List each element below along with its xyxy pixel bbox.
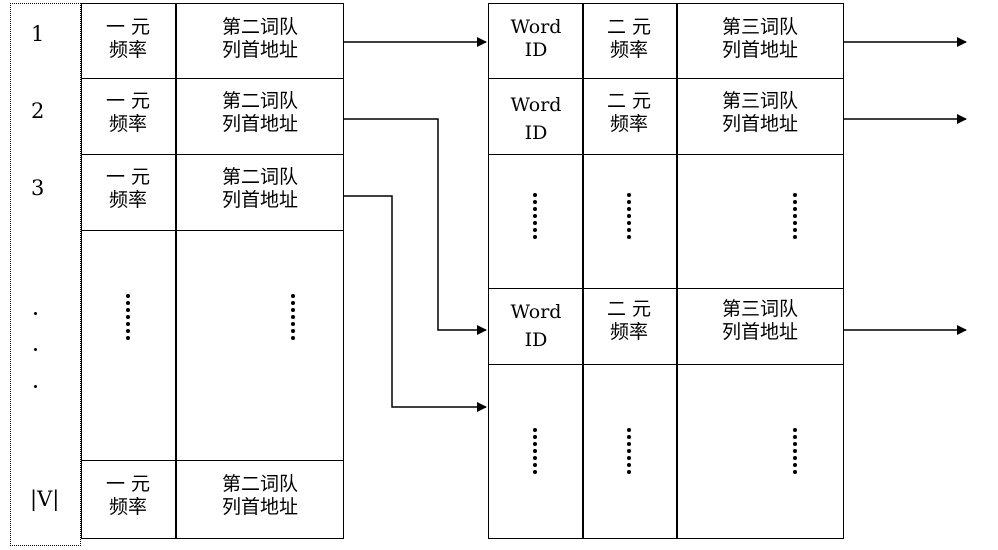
word-id-cell: Word ID bbox=[510, 301, 562, 351]
index-label-v: |V| bbox=[30, 487, 60, 511]
second-word-queue-address-cell: 第二词队 列首地址 bbox=[221, 166, 298, 211]
first-table-column-divider bbox=[175, 3, 177, 539]
vertical-ellipsis bbox=[793, 193, 797, 239]
word-id-cell: Word ID bbox=[510, 16, 562, 61]
word-id-cell: Word ID bbox=[510, 94, 562, 144]
vertical-ellipsis bbox=[627, 193, 631, 239]
second-word-queue-address-cell: 第二词队 列首地址 bbox=[221, 473, 298, 518]
bigram-frequency-cell: 二 元 频率 bbox=[606, 90, 652, 135]
arrow-row3-to-table2-block bbox=[344, 195, 487, 412]
index-vertical-dot bbox=[34, 312, 37, 315]
second-word-queue-address-cell: 第二词队 列首地址 bbox=[221, 16, 298, 61]
unigram-frequency-cell: 一 元 频率 bbox=[105, 16, 151, 61]
third-word-queue-address-cell: 第三词队 列首地址 bbox=[721, 16, 798, 61]
index-vertical-dot bbox=[34, 385, 37, 388]
third-word-queue-address-cell: 第三词队 列首地址 bbox=[721, 90, 798, 135]
second-table-ellipsis-block-2 bbox=[488, 364, 844, 539]
vertical-ellipsis bbox=[793, 428, 797, 474]
vertical-ellipsis bbox=[627, 428, 631, 474]
vertical-ellipsis bbox=[533, 428, 537, 474]
second-word-queue-address-cell: 第二词队 列首地址 bbox=[221, 90, 298, 135]
arrow-row2-to-table2-row3 bbox=[344, 118, 487, 335]
unigram-frequency-cell: 一 元 频率 bbox=[105, 473, 151, 518]
index-label-3: 3 bbox=[31, 176, 45, 200]
vertical-ellipsis bbox=[291, 294, 295, 340]
index-label-1: 1 bbox=[31, 22, 45, 46]
unigram-frequency-cell: 一 元 频率 bbox=[105, 166, 151, 211]
index-vertical-dot bbox=[34, 348, 37, 351]
index-column-frame bbox=[10, 3, 81, 546]
bigram-frequency-cell: 二 元 频率 bbox=[606, 16, 652, 61]
index-label-2: 2 bbox=[31, 99, 45, 123]
second-table-column-divider-2 bbox=[676, 3, 678, 539]
bigram-frequency-cell: 二 元 频率 bbox=[606, 298, 652, 343]
first-table-row-last bbox=[81, 460, 344, 539]
third-word-queue-address-cell: 第三词队 列首地址 bbox=[721, 298, 798, 343]
second-table-column-divider-1 bbox=[582, 3, 584, 539]
unigram-frequency-cell: 一 元 频率 bbox=[105, 90, 151, 135]
vertical-ellipsis bbox=[533, 193, 537, 239]
vertical-ellipsis bbox=[126, 294, 130, 340]
